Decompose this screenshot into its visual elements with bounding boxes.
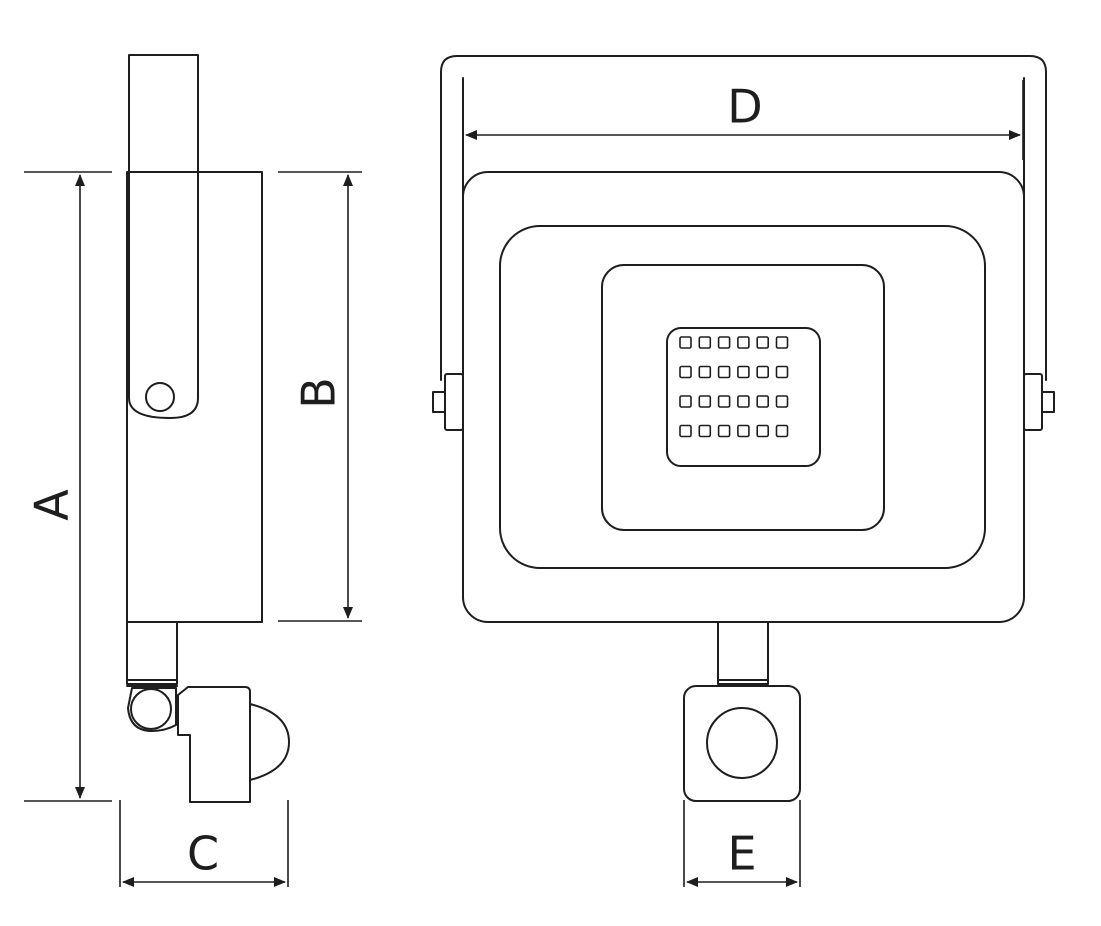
led-chip: [679, 336, 692, 349]
led-chip: [698, 395, 712, 408]
front-bracket: [440, 55, 1047, 381]
sensor-hinge: [127, 687, 177, 732]
led-chip: [679, 424, 692, 438]
label-c: C: [187, 827, 219, 881]
led-chip: [679, 395, 692, 408]
led-chip: [775, 424, 789, 438]
led-chip: [717, 395, 731, 408]
right-hinge-bolt: [1041, 391, 1055, 413]
front-view: [432, 55, 1055, 802]
led-chip: [717, 365, 731, 379]
led-grid: [679, 336, 789, 438]
led-chip: [737, 424, 750, 438]
left-hinge-bolt: [432, 391, 446, 413]
front-glass-frame: [499, 225, 986, 569]
led-chip: [756, 365, 770, 379]
side-bracket: [128, 54, 199, 419]
led-chip: [756, 395, 770, 408]
label-e: E: [727, 827, 756, 881]
dimension-b: B: [278, 171, 362, 622]
pir-dome: [249, 703, 290, 781]
label-d: D: [727, 80, 762, 134]
led-chip: [737, 395, 750, 408]
led-chip: [717, 424, 731, 438]
side-view: [126, 54, 290, 803]
front-housing: [462, 171, 1025, 623]
sensor-head-front: [683, 685, 801, 802]
right-hinge: [1023, 373, 1043, 431]
dimension-c: C: [119, 800, 289, 887]
sensor-body-side: [177, 686, 251, 803]
led-chip: [756, 336, 770, 349]
led-chip: [679, 365, 692, 379]
label-b: B: [292, 377, 346, 409]
dimension-a: A: [24, 171, 112, 802]
led-chip: [698, 336, 712, 349]
label-a: A: [25, 489, 79, 521]
led-chip: [698, 365, 712, 379]
sensor-neck: [126, 621, 178, 685]
sensor-lens: [706, 707, 778, 779]
front-sensor-neck: [717, 621, 769, 685]
led-chip: [698, 424, 712, 438]
reflector: [601, 264, 885, 531]
led-chip: [756, 424, 770, 438]
hinge-pivot: [130, 688, 172, 730]
left-hinge: [444, 373, 464, 431]
dimension-e: E: [683, 800, 801, 887]
led-chip: [775, 336, 789, 349]
led-chip: [737, 365, 750, 379]
led-chip: [737, 336, 750, 349]
side-housing: [126, 171, 263, 623]
bracket-screw: [145, 382, 175, 412]
led-chip: [717, 336, 731, 349]
led-chip: [775, 395, 789, 408]
led-chip-panel: [666, 327, 821, 467]
led-chip: [775, 365, 789, 379]
dimension-d: D: [462, 80, 1024, 160]
